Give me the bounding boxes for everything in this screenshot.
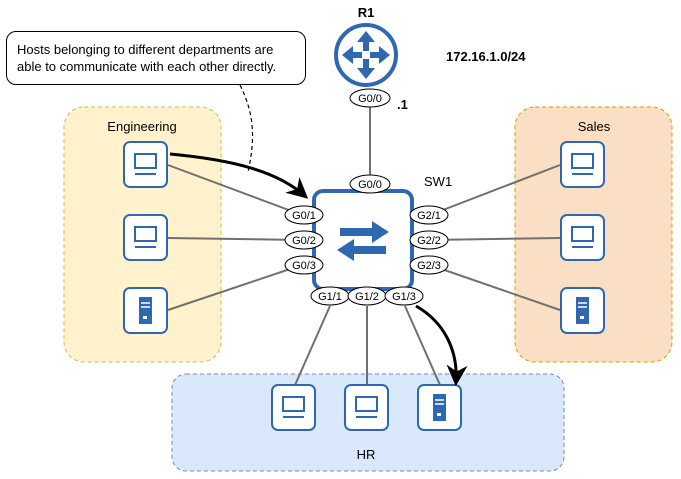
hr-label: HR xyxy=(357,447,376,462)
pc-icon xyxy=(282,396,305,412)
link-sales-pc2 xyxy=(429,237,561,241)
switch-port-g03[interactable]: G0/3 xyxy=(284,255,324,275)
pc-icon xyxy=(571,153,594,169)
server-icon xyxy=(139,297,152,324)
hr-pc-1[interactable] xyxy=(271,384,316,431)
callout-pointer xyxy=(239,84,254,173)
switch-port-label: G0/0 xyxy=(358,179,382,191)
switch-port-label: G1/2 xyxy=(355,291,379,303)
router-ip-suffix: .1 xyxy=(397,97,408,112)
engineering-pc-2[interactable] xyxy=(123,214,168,261)
callout-line-1: Hosts belonging to different departments… xyxy=(17,42,274,57)
sales-pc-2[interactable] xyxy=(560,214,605,261)
switch-port-g12[interactable]: G1/2 xyxy=(347,286,387,306)
switch-port-label: G2/2 xyxy=(417,235,441,247)
router-name: R1 xyxy=(358,5,375,20)
pc-icon xyxy=(355,396,378,412)
switch-port-g22[interactable]: G2/2 xyxy=(409,230,449,250)
pc-icon xyxy=(134,226,157,242)
switch-port-g13[interactable]: G1/3 xyxy=(384,286,424,306)
callout-note: Hosts belonging to different departments… xyxy=(6,31,306,85)
router-port-g00[interactable]: G0/0 xyxy=(349,88,391,108)
switch-port-label: G1/3 xyxy=(392,291,416,303)
link-eng-pc1 xyxy=(167,164,303,216)
engineering-server[interactable] xyxy=(123,287,168,334)
switch-port-label: G0/1 xyxy=(292,210,316,222)
pc-icon xyxy=(134,153,157,169)
switch-port-g01[interactable]: G0/1 xyxy=(284,205,324,225)
traffic-arrow-switch-to-hr xyxy=(415,304,468,387)
switch-port-label: G0/3 xyxy=(292,260,316,272)
engineering-label: Engineering xyxy=(107,119,176,134)
links xyxy=(167,107,561,386)
network-address: 172.16.1.0/24 xyxy=(446,49,526,64)
switch-port-label: G2/1 xyxy=(417,210,441,222)
switch-port-g23[interactable]: G2/3 xyxy=(409,255,449,275)
callout-line-2: able to communicate with each other dire… xyxy=(17,59,277,74)
switch-sw1[interactable] xyxy=(312,189,414,291)
router-port-label: G0/0 xyxy=(358,93,382,105)
switch-port-g11[interactable]: G1/1 xyxy=(310,286,350,306)
link-hr-pc1 xyxy=(294,305,331,386)
sales-server[interactable] xyxy=(560,287,605,334)
switch-arrows-icon xyxy=(337,221,389,261)
sales-pc-1[interactable] xyxy=(560,141,605,188)
switch-port-g02[interactable]: G0/2 xyxy=(284,230,324,250)
switch-port-label: G1/1 xyxy=(318,291,342,303)
sales-label: Sales xyxy=(578,119,611,134)
router-arrows-icon xyxy=(342,31,390,79)
switch-port-label: G0/2 xyxy=(292,235,316,247)
switch-port-g00[interactable]: G0/0 xyxy=(349,174,391,194)
link-eng-server xyxy=(167,264,303,311)
link-sales-pc1 xyxy=(429,164,561,216)
pc-icon xyxy=(571,226,594,242)
router-r1[interactable] xyxy=(334,23,398,87)
link-hr-server xyxy=(404,305,441,386)
link-eng-pc2 xyxy=(167,237,303,241)
switch-port-g21[interactable]: G2/1 xyxy=(409,205,449,225)
engineering-pc-1[interactable] xyxy=(123,141,168,188)
link-sales-server xyxy=(429,264,561,311)
switch-name: SW1 xyxy=(424,174,452,189)
traffic-arrow-eng-to-switch xyxy=(169,152,309,199)
hr-pc-2[interactable] xyxy=(344,384,389,431)
hr-server[interactable] xyxy=(417,384,462,431)
server-icon xyxy=(433,394,446,421)
switch-port-label: G2/3 xyxy=(417,260,441,272)
server-icon xyxy=(576,297,589,324)
